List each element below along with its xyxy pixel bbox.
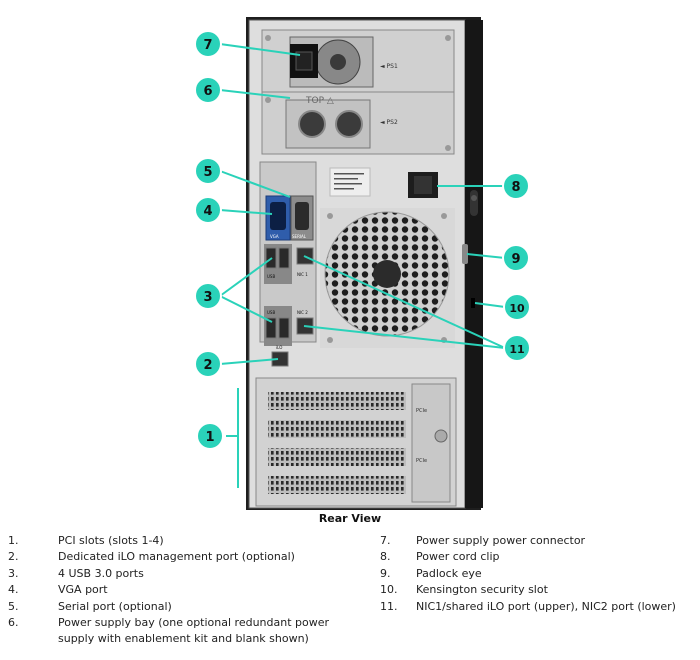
- usb-label-upper: USB: [267, 274, 275, 279]
- legend-item-10: 10.Kensington security slot: [380, 583, 548, 597]
- svg-text:9: 9: [511, 252, 520, 267]
- usb-port-3: [265, 317, 277, 339]
- legend-item-9: 9.Padlock eye: [380, 566, 482, 580]
- legend-item-2: 2.Dedicated iLO management port (optiona…: [8, 550, 295, 564]
- callout-5: 5: [194, 157, 222, 185]
- pcie-label-upper: PCIe: [416, 408, 427, 414]
- serial-label: SERIAL: [292, 234, 307, 239]
- legend-item-3: 3.4 USB 3.0 ports: [8, 566, 144, 580]
- svg-text:5: 5: [203, 165, 212, 180]
- pci-slot-2: [268, 420, 406, 438]
- callout-leaders: [219, 43, 506, 488]
- ps2-label: ◄ PS2: [380, 119, 398, 126]
- callout-3: 3: [194, 282, 222, 310]
- svg-text:8: 8: [511, 180, 520, 195]
- legend-item-8: 8.Power cord clip: [380, 550, 500, 564]
- pci-slots: PCIe PCIe: [255, 377, 457, 507]
- figure-caption: Rear View: [318, 512, 382, 525]
- svg-text:6: 6: [203, 84, 212, 99]
- callout-11: 11: [503, 334, 531, 362]
- legend-item-5: 5.Serial port (optional): [8, 599, 172, 613]
- io-panel: VGA SERIAL USB USB NIC 1 NIC 2 iLO: [259, 161, 317, 367]
- pci-slot-1: [268, 392, 406, 410]
- ps2-top-label: TOP △: [305, 96, 334, 106]
- nic2-label: NIC 2: [297, 310, 308, 315]
- legend-item-1: 1.PCI slots (slots 1-4): [8, 534, 164, 547]
- svg-text:3: 3: [203, 290, 212, 305]
- svg-text:1: 1: [205, 430, 214, 445]
- power-supply-bay: TOP △ ◄ PS1 ◄ PS2: [261, 29, 455, 155]
- serial-sticker: [329, 167, 371, 197]
- nic1-label: NIC 1: [297, 272, 308, 277]
- callout-9: 9: [502, 244, 530, 272]
- padlock-eye: [462, 244, 468, 264]
- svg-text:10: 10: [509, 302, 525, 315]
- svg-text:4: 4: [203, 204, 212, 219]
- fan-grille: [320, 208, 455, 348]
- callout-8: 8: [502, 172, 530, 200]
- callout-10: 10: [503, 293, 531, 321]
- pci-slot-4: [268, 476, 406, 494]
- ps2-blank-hole-left: [298, 110, 326, 138]
- svg-text:2: 2: [203, 358, 212, 373]
- usb-port-2: [278, 247, 290, 269]
- front-bezel-edge: [465, 20, 483, 508]
- callout-2: 2: [194, 350, 222, 378]
- server-rear-view-diagram: TOP △ ◄ PS1 ◄ PS2 VGA SERIAL USB USB NIC…: [194, 17, 531, 510]
- ilo-label: iLO: [276, 345, 282, 350]
- svg-text:7: 7: [203, 38, 212, 53]
- callout-7: 7: [194, 30, 222, 58]
- legend-left: 1.PCI slots (slots 1-4) 2.Dedicated iLO …: [8, 533, 368, 648]
- pci-slot-3: [268, 448, 406, 466]
- legend-item-11: 11.NIC1/shared iLO port (upper), NIC2 po…: [380, 599, 676, 613]
- legend-right: 7.Power supply power connector 8.Power c…: [380, 533, 700, 615]
- usb-port-4: [278, 317, 290, 339]
- svg-text:11: 11: [509, 343, 524, 356]
- callout-4: 4: [194, 196, 222, 224]
- pcie-label-lower: PCIe: [416, 458, 427, 464]
- callout-1: 1: [196, 422, 224, 450]
- legend-item-6: 6.Power supply bay (one optional redunda…: [8, 616, 330, 646]
- callouts: 7 6 5 4 3 2 1 8 9 10 11: [194, 30, 531, 450]
- vga-label: VGA: [270, 234, 279, 239]
- usb-label-lower: USB: [267, 310, 275, 315]
- legend-item-7: 7.Power supply power connector: [380, 534, 586, 547]
- ps1-label: ◄ PS1: [380, 63, 398, 70]
- ps2-blank-hole-right: [335, 110, 363, 138]
- kensington-slot: [471, 298, 475, 308]
- legend-item-4: 4.VGA port: [8, 583, 108, 597]
- callout-6: 6: [194, 76, 222, 104]
